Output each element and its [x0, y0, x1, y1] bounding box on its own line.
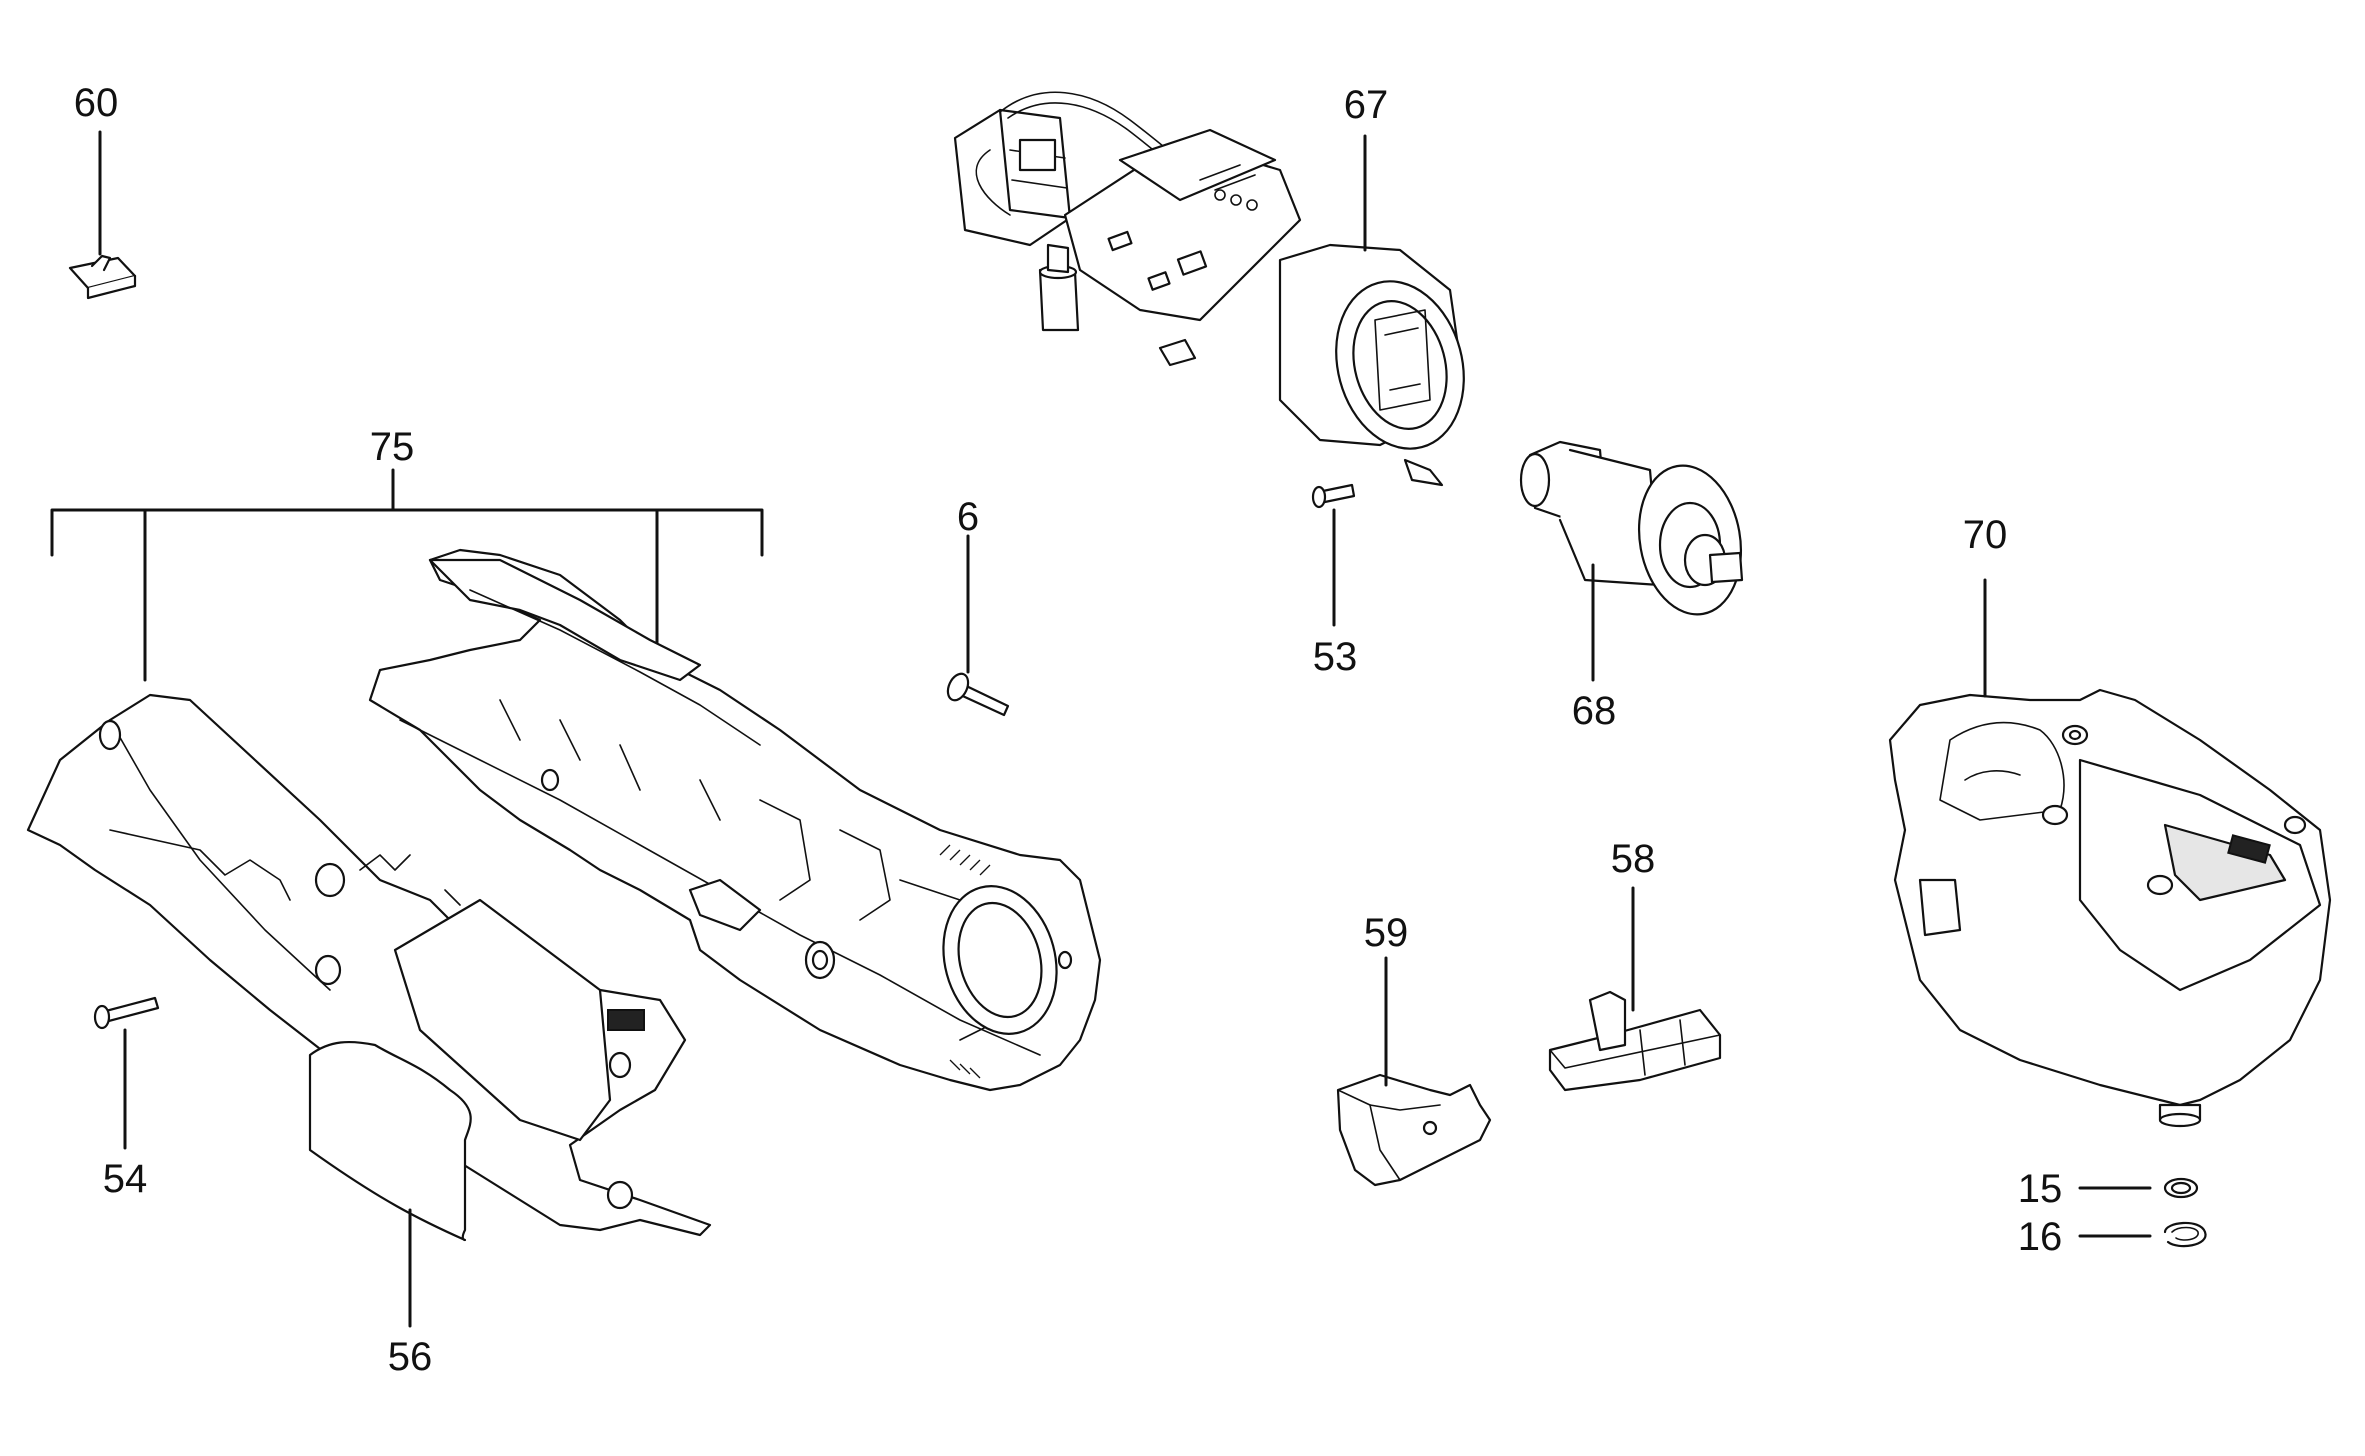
part-70-gear-head-icon: [1888, 688, 2332, 1128]
part-54-screw-icon: [93, 996, 160, 1030]
callout-6[interactable]: 6: [957, 495, 979, 539]
callout-54[interactable]: 54: [103, 1157, 148, 1201]
callout-59[interactable]: 59: [1364, 911, 1409, 955]
callout-58[interactable]: 58: [1611, 837, 1656, 881]
part-68-rotor-icon: [1519, 440, 1744, 616]
housing-right-half: [368, 548, 1102, 1092]
part-59-cover-icon: [1336, 1073, 1492, 1187]
part-53-screw-icon: [1311, 483, 1356, 509]
callout-53[interactable]: 53: [1313, 635, 1358, 679]
part-58-switch-slider-icon: [1548, 990, 1722, 1092]
callout-67[interactable]: 67: [1344, 83, 1389, 127]
housing-left-half: [26, 693, 712, 1237]
callout-56[interactable]: 56: [388, 1335, 433, 1379]
part-67-electronics-assembly-icon: [953, 91, 1465, 487]
part-6-screw-icon: [946, 672, 1010, 717]
callout-68[interactable]: 68: [1572, 689, 1617, 733]
callout-16[interactable]: 16: [2018, 1215, 2063, 1259]
part-16-retaining-ring-icon: [2163, 1221, 2207, 1248]
part-75-housing-set-icon: [50, 468, 764, 682]
callout-70[interactable]: 70: [1963, 513, 2008, 557]
callout-15[interactable]: 15: [2018, 1167, 2063, 1211]
callout-60[interactable]: 60: [74, 81, 119, 125]
part-60-clip-icon: [68, 130, 137, 300]
part-15-washer-icon: [2163, 1177, 2199, 1199]
callout-75[interactable]: 75: [370, 425, 415, 469]
